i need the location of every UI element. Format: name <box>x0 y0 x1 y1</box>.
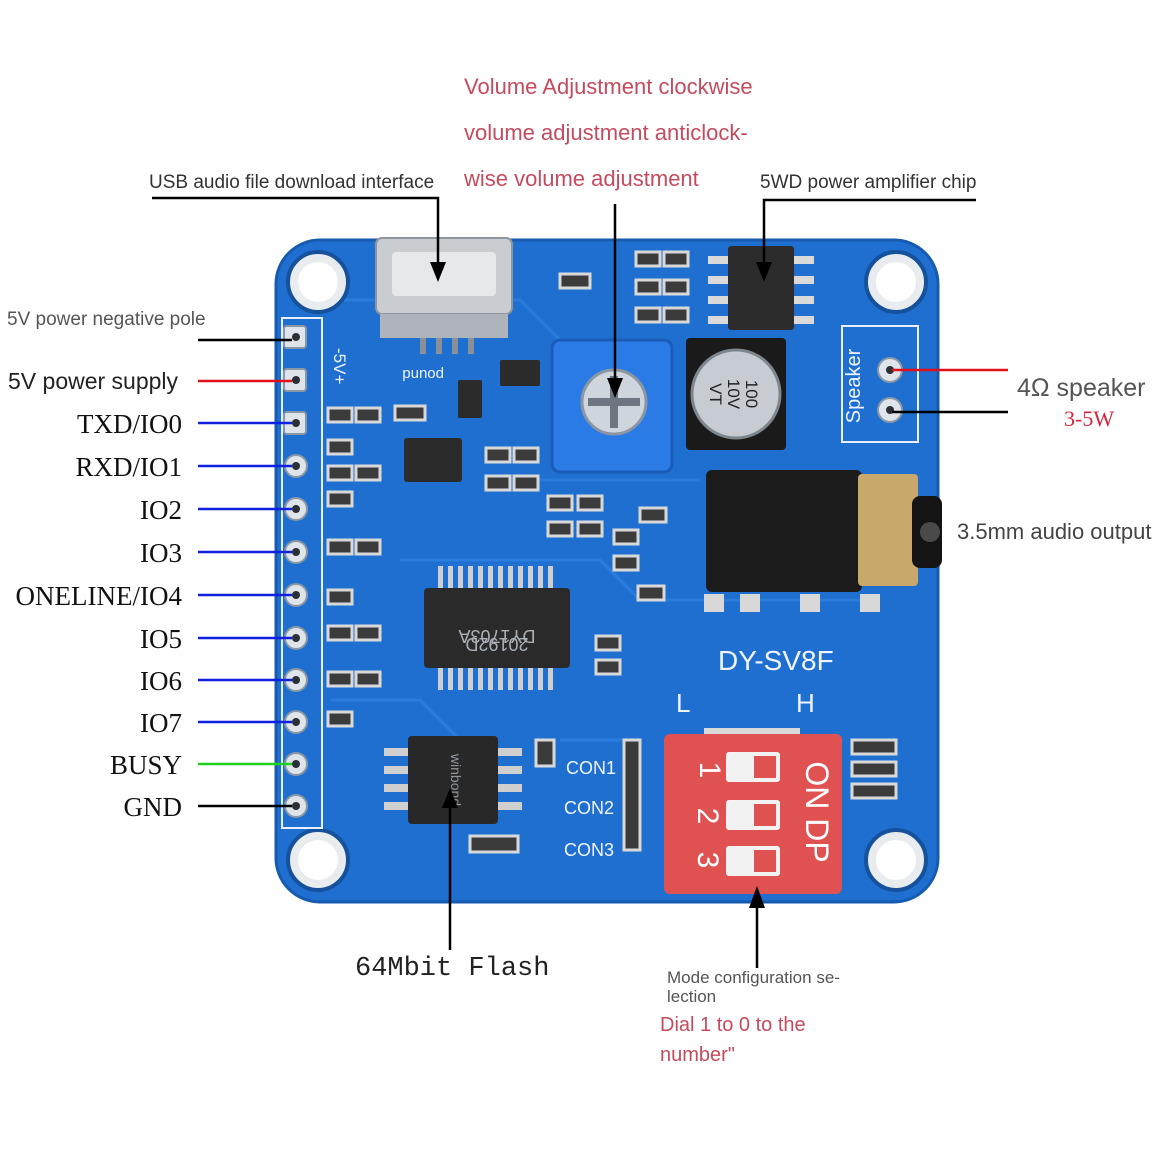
pin-label-io4: ONELINE/IO4 <box>15 581 182 611</box>
cap-text-1: 100 <box>742 380 761 408</box>
pin-label-txd: TXD/IO0 <box>77 409 182 439</box>
neg-pole-annotation: 5V power negative pole <box>7 309 206 330</box>
dip-switch: 1 2 3 ON DP <box>664 728 842 894</box>
speaker-annotation: 4Ω speaker <box>1017 374 1146 402</box>
amplifier-chip <box>708 246 814 330</box>
pin-label-io6: IO6 <box>140 666 182 696</box>
dip-h-label: H <box>796 688 815 718</box>
pin-label-io5: IO5 <box>140 624 182 654</box>
con3-label: CON3 <box>564 840 614 860</box>
flash-annotation: 64Mbit Flash <box>355 954 550 984</box>
mounting-holes <box>286 250 928 892</box>
pin-label-busy: BUSY <box>109 750 182 780</box>
amp-chip-annotation: 5WD power amplifier chip <box>760 172 977 193</box>
pcb-5v-label: -5V+ <box>330 348 349 384</box>
cap-text-2: 10V <box>724 379 743 410</box>
con1-label: CON1 <box>566 758 616 778</box>
audio-out-annotation: 3.5mm audio output <box>957 519 1152 544</box>
dip-on-label: ON DP <box>799 761 835 862</box>
dip-1-label: 1 <box>693 762 726 779</box>
electrolytic-capacitor: 100 10V VT <box>686 338 786 450</box>
dip-2-label: 2 <box>691 808 724 825</box>
mode-annotation-line1: Mode configuration se- <box>667 968 840 987</box>
power-supply-annotation: 5V power supply <box>8 368 179 394</box>
flash-chip-brand: winbond <box>448 753 464 806</box>
dip-3-label: 3 <box>691 852 724 869</box>
dial-annotation-line1: Dial 1 to 0 to the <box>660 1014 806 1036</box>
pin-label-io3: IO3 <box>140 538 182 568</box>
chip-text-2: 20192D <box>465 634 528 654</box>
pin-label-gnd: GND <box>123 792 183 822</box>
flash-chip: winbond <box>384 736 522 824</box>
pin-label-io2: IO2 <box>140 495 182 525</box>
smd-components <box>326 250 898 854</box>
con2-label: CON2 <box>564 798 614 818</box>
arrow-heads <box>430 262 772 908</box>
pcb-pound-label: pound <box>402 366 444 383</box>
audio-jack <box>704 470 942 612</box>
speaker-power-annotation: 3-5W <box>1064 406 1115 431</box>
board-model-label: DY-SV8F <box>718 645 834 676</box>
usb-connector <box>375 237 513 354</box>
speaker-silk-label: Speaker <box>843 348 865 423</box>
dsp-chip: 20192D DY1703A <box>424 566 570 690</box>
usb-annotation: USB audio file download interface <box>149 172 435 193</box>
volume-annotation-line3: wise volume adjustment <box>464 166 699 191</box>
potentiometer <box>550 338 674 474</box>
volume-annotation-line1: Volume Adjustment clockwise <box>464 74 753 99</box>
mode-annotation-line2: lection <box>667 987 717 1006</box>
cap-text-3: VT <box>706 383 725 405</box>
dip-l-label: L <box>676 688 690 718</box>
pin-label-io7: IO7 <box>140 708 182 738</box>
pin-label-rxd: RXD/IO1 <box>75 452 183 482</box>
chip-text-1: DY1703A <box>458 626 535 646</box>
speaker-terminal: Speaker <box>841 325 919 443</box>
dial-annotation-line2: number" <box>660 1044 735 1066</box>
volume-annotation-line2: volume adjustment anticlock- <box>464 120 748 145</box>
leader-lines <box>152 196 1008 968</box>
